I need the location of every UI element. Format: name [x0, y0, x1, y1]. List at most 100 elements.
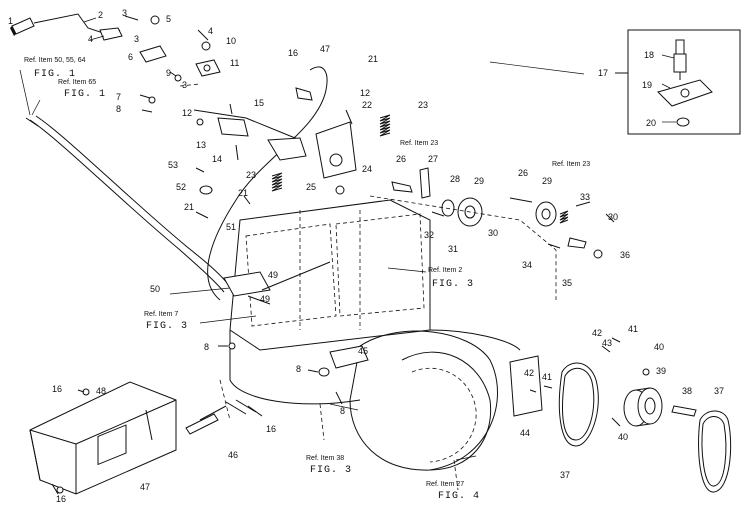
callout-28: 28 [450, 174, 460, 184]
callout-51: 51 [226, 222, 236, 232]
callout-50: 50 [150, 284, 160, 294]
callout-53: 53 [168, 160, 178, 170]
callout-43: 43 [602, 338, 612, 348]
callout-8b: 8 [204, 342, 209, 352]
callout-16: 16 [288, 48, 298, 58]
callout-30b: 30 [608, 212, 618, 222]
pulley-and-belts [509, 337, 732, 493]
callout-29: 29 [474, 176, 484, 186]
governor-parts [391, 167, 615, 259]
callout-37b: 37 [560, 470, 570, 480]
callout-16b: 16 [52, 384, 62, 394]
callout-38: 38 [682, 386, 692, 396]
ref-item-23-b: Ref. Item 23 [552, 161, 590, 168]
ref-item-65: Ref. Item 65 [58, 79, 96, 86]
callout-47: 47 [320, 44, 330, 54]
callout-36: 36 [620, 250, 630, 260]
callout-29b: 29 [542, 176, 552, 186]
callout-20: 20 [646, 118, 656, 128]
fig-1-label: FIG. 1 [34, 69, 76, 80]
ref-item-2: Ref. Item 2 [428, 267, 462, 274]
callout-13: 13 [196, 140, 206, 150]
callout-19: 19 [642, 80, 652, 90]
callout-42b: 42 [592, 328, 602, 338]
callout-26: 26 [396, 154, 406, 164]
callout-45: 45 [358, 346, 368, 356]
callout-8: 8 [116, 104, 121, 114]
callout-7: 7 [116, 92, 121, 102]
callout-30: 30 [488, 228, 498, 238]
callout-18: 18 [644, 50, 654, 60]
upper-bracket [193, 103, 307, 161]
callout-22: 22 [362, 100, 372, 110]
callout-41: 41 [542, 372, 552, 382]
callout-10: 10 [226, 36, 236, 46]
callout-14: 14 [212, 154, 222, 164]
callout-1: 1 [8, 16, 13, 26]
callout-37: 37 [714, 386, 724, 396]
fig-3a-label: FIG. 3 [432, 279, 474, 290]
callout-26b: 26 [518, 168, 528, 178]
callout-23: 23 [418, 100, 428, 110]
callout-31: 31 [448, 244, 458, 254]
callout-23b: 23 [246, 170, 256, 180]
inset-detail-box [615, 29, 741, 135]
callout-32: 32 [424, 230, 434, 240]
callout-40b: 40 [618, 432, 628, 442]
callout-41b: 41 [628, 324, 638, 334]
callout-46: 46 [228, 450, 238, 460]
belt-guard-bolts [185, 399, 263, 435]
control-lever-assembly [10, 13, 221, 113]
control-cable [19, 66, 328, 301]
callout-27: 27 [428, 154, 438, 164]
belt-guard [29, 381, 177, 495]
callout-21: 21 [368, 54, 378, 64]
ref-item-38: Ref. Item 38 [306, 455, 344, 462]
callout-52: 52 [176, 182, 186, 192]
callout-49b: 49 [260, 294, 270, 304]
callout-8d: 8 [340, 406, 345, 416]
reference-labels: Ref. Item 50, 55, 64 FIG. 1 Ref. Item 65… [24, 57, 590, 502]
callout-8c: 8 [296, 364, 301, 374]
callout-3: 3 [122, 8, 127, 18]
fig-1b-label: FIG. 1 [64, 89, 106, 100]
callout-12: 12 [182, 108, 192, 118]
callout-16c: 16 [266, 424, 276, 434]
callout-17: 17 [598, 68, 608, 78]
callout-42: 42 [524, 368, 534, 378]
callout-5: 5 [166, 14, 171, 24]
mounting-bolts [218, 342, 369, 405]
callout-44: 44 [520, 428, 530, 438]
callout-labels: 1 2 3 4 5 6 3 4 10 9 11 3 7 8 12 15 13 1… [8, 8, 724, 504]
callout-9: 9 [166, 68, 171, 78]
ref-item-27: Ref. Item 27 [426, 481, 464, 488]
ref-item-7: Ref. Item 7 [144, 311, 178, 318]
callout-12b: 12 [360, 88, 370, 98]
throttle-linkage [195, 167, 331, 305]
ref-item-23-a: Ref. Item 23 [400, 140, 438, 147]
callout-33: 33 [580, 192, 590, 202]
callout-49: 49 [268, 270, 278, 280]
engine-block [219, 195, 557, 491]
callout-24: 24 [362, 164, 372, 174]
callout-21c: 21 [184, 202, 194, 212]
callout-34: 34 [522, 260, 532, 270]
callout-40: 40 [654, 342, 664, 352]
callout-4: 4 [88, 34, 93, 44]
callout-3c: 3 [182, 80, 187, 90]
callout-21b: 21 [238, 188, 248, 198]
callout-2: 2 [98, 10, 103, 20]
springs [271, 114, 391, 192]
fig-3c-label: FIG. 3 [310, 465, 352, 476]
callout-6: 6 [128, 52, 133, 62]
callout-16d: 16 [56, 494, 66, 504]
callout-25: 25 [306, 182, 316, 192]
callout-15: 15 [254, 98, 264, 108]
callout-47b: 47 [140, 482, 150, 492]
callout-4b: 4 [208, 26, 213, 36]
fig-3b-label: FIG. 3 [146, 321, 188, 332]
fig-4-label: FIG. 4 [438, 491, 480, 502]
callout-48: 48 [96, 386, 106, 396]
ref-item-50-55-64: Ref. Item 50, 55, 64 [24, 57, 86, 64]
